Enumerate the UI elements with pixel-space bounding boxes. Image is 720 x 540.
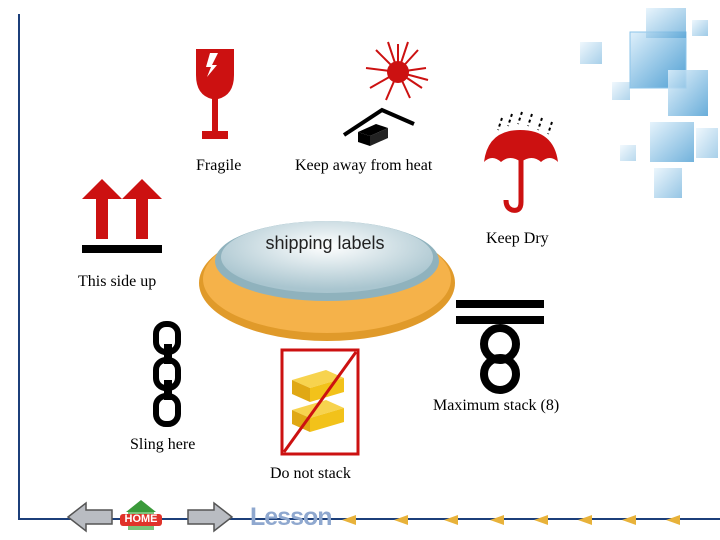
this-side-up-arrows-icon [82,175,162,255]
stack-max-label: Maximum stack (8) [433,397,559,415]
no-stack-label: Do not stack [270,465,351,483]
home-button[interactable]: HOME [118,498,164,532]
home-label: HOME [120,513,162,525]
maximum-stack-icon [456,300,548,396]
lesson-marker-icon[interactable] [532,513,550,527]
back-arrow-button[interactable] [66,501,114,533]
sling-label: Sling here [130,436,195,454]
heat-label: Keep away from heat [295,157,432,175]
frame-left-line [18,14,20,520]
side-up-label: This side up [78,273,156,291]
keep-away-from-heat-icon [330,40,450,150]
lesson-marker-icon[interactable] [620,513,638,527]
lesson-marker-icon[interactable] [442,513,460,527]
lesson-marker-icon[interactable] [488,513,506,527]
fragile-glass-icon [190,45,240,145]
do-not-stack-icon [280,348,360,458]
decorative-cubes [560,0,720,230]
lesson-marker-icon[interactable] [392,513,410,527]
center-label: shipping labels [255,232,395,254]
keep-dry-umbrella-icon [480,108,570,218]
lesson-label[interactable]: Lesson [250,503,332,532]
dry-label: Keep Dry [486,230,549,248]
sling-chain-icon [148,320,188,428]
lesson-marker-icon[interactable] [576,513,594,527]
forward-arrow-button[interactable] [186,501,234,533]
lesson-marker-icon[interactable] [664,513,682,527]
fragile-label: Fragile [196,157,241,175]
lesson-marker-icon[interactable] [340,513,358,527]
